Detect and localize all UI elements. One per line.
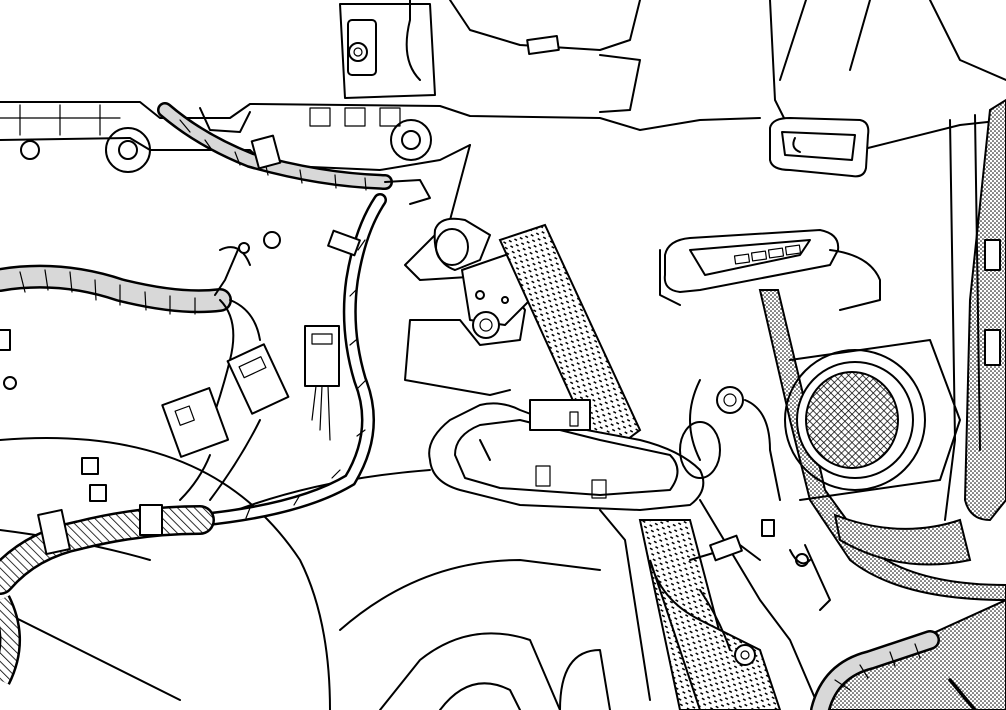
door-speaker xyxy=(784,339,961,501)
bpillar-lower-trim xyxy=(599,499,831,710)
seat-belt-guide-bracket xyxy=(428,399,705,511)
upper-trim-panel xyxy=(0,101,761,173)
lower-harness-conduit xyxy=(0,504,215,685)
seat-belt-webbing xyxy=(498,223,782,710)
door-handle xyxy=(769,117,870,178)
wire-connectors xyxy=(161,229,361,501)
upper-harness-branch xyxy=(157,102,431,205)
door-edge-lines xyxy=(679,114,1001,567)
main-wiring-harness xyxy=(0,264,232,315)
upper-right-pillar-trim xyxy=(449,0,1006,151)
top-bracket-with-bolt xyxy=(339,0,436,99)
seat-belt-retractor xyxy=(404,144,531,396)
lower-right-harness xyxy=(810,630,977,710)
switch-panel xyxy=(659,229,881,311)
vertical-harness xyxy=(193,193,387,527)
floor-panel xyxy=(0,329,611,710)
